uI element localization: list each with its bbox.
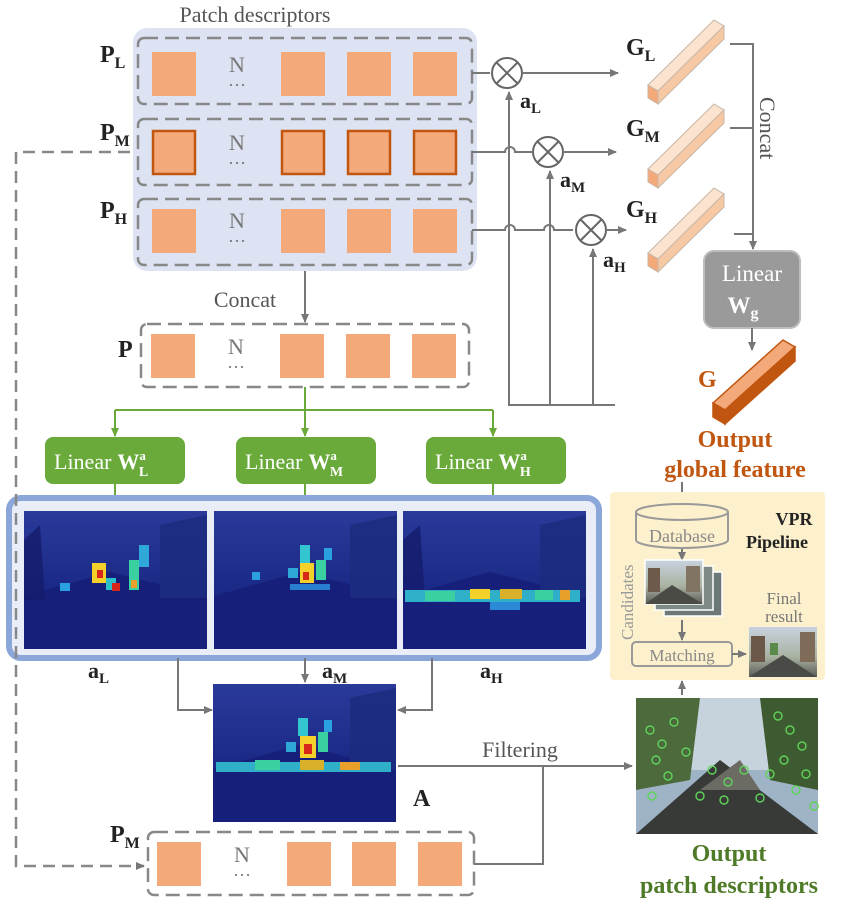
row-pl [136,36,474,106]
linear-wg-weight: Wg [728,293,759,322]
output-patch-image [636,698,819,834]
combined-label: A [413,786,431,812]
patch-squares-pl [152,52,457,96]
global-bar-gh [647,187,725,274]
weight-label-am: aM [560,167,585,196]
global-bar-gm [647,103,725,190]
output-patch-title-2: patch descriptors [640,873,818,899]
concat-label: Concat [214,287,276,312]
n-mark: N [228,334,244,359]
multiply-node-m [532,136,564,168]
concat-row-label: P [118,337,133,363]
n-dots: … [233,860,251,880]
final-result-1: Final [767,589,802,608]
weight-return-lines [505,91,615,406]
global-bar-gl [647,19,725,106]
vpr-title-2: Pipeline [746,532,808,552]
patch-squares-ph [152,209,457,253]
n-mark: N [229,130,245,155]
heatmap-m [214,511,397,649]
final-result-photo [749,627,817,677]
row-label-pl: PL [100,42,125,72]
concat-right-label: Concat [755,97,780,159]
concat-right-lines [730,43,757,250]
global-label-gh: GH [626,197,658,227]
n-dots: … [228,70,246,90]
attn-label-al: aL [88,658,109,687]
attn-to-combined-arrows [177,658,433,714]
database-label: Database [649,526,715,546]
output-global-title-1: Output [698,427,773,453]
multiply-to-global-arrows [522,69,627,234]
filtering-label: Filtering [482,737,558,762]
heatmap-combined [213,684,396,822]
heatmap-l [24,511,207,649]
final-result-2: result [765,607,803,626]
candidate-photos [644,559,723,617]
output-g-label: G [698,367,717,393]
n-dots: … [227,352,245,372]
database-icon [635,503,729,549]
concat-row [139,322,471,389]
patch-squares-bottom [157,842,462,886]
global-label-gm: GM [626,116,660,146]
candidates-label: Candidates [618,564,637,640]
attn-label-ah: aH [480,658,503,687]
output-global-bar [711,339,797,426]
output-patch-title-1: Output [692,841,767,867]
row-ph [136,197,474,267]
n-marks-top: N … N … N … [228,52,246,246]
vpr-title-1: VPR [776,509,814,529]
n-dots: … [228,226,246,246]
n-dots: … [228,148,246,168]
patch-keypoints [645,711,819,811]
patch-squares-pm [151,129,458,176]
n-mark: N [229,52,245,77]
row-label-ph: PH [100,198,128,228]
global-label-gl: GL [626,35,655,65]
n-mark: N [234,842,250,867]
patch-squares-p [151,334,456,378]
patch-descriptors-title: Patch descriptors [180,2,331,27]
pm-skip-connection [14,150,145,870]
linear-wg-text: Linear [722,261,782,286]
multiply-node-h [575,214,607,246]
multiply-node-l [491,57,523,89]
output-global-title-2: global feature [664,457,806,483]
weight-label-ah: aH [603,247,626,276]
heatmap-h [403,511,586,649]
weight-label-al: aL [520,88,541,117]
matching-label: Matching [649,646,715,665]
green-split-lines [111,387,497,437]
bottom-row-label: PM [110,822,140,852]
attn-label-am: aM [322,658,347,687]
row-label-pm: PM [100,120,130,150]
n-mark: N [229,208,245,233]
bottom-to-filter-line [474,766,544,865]
